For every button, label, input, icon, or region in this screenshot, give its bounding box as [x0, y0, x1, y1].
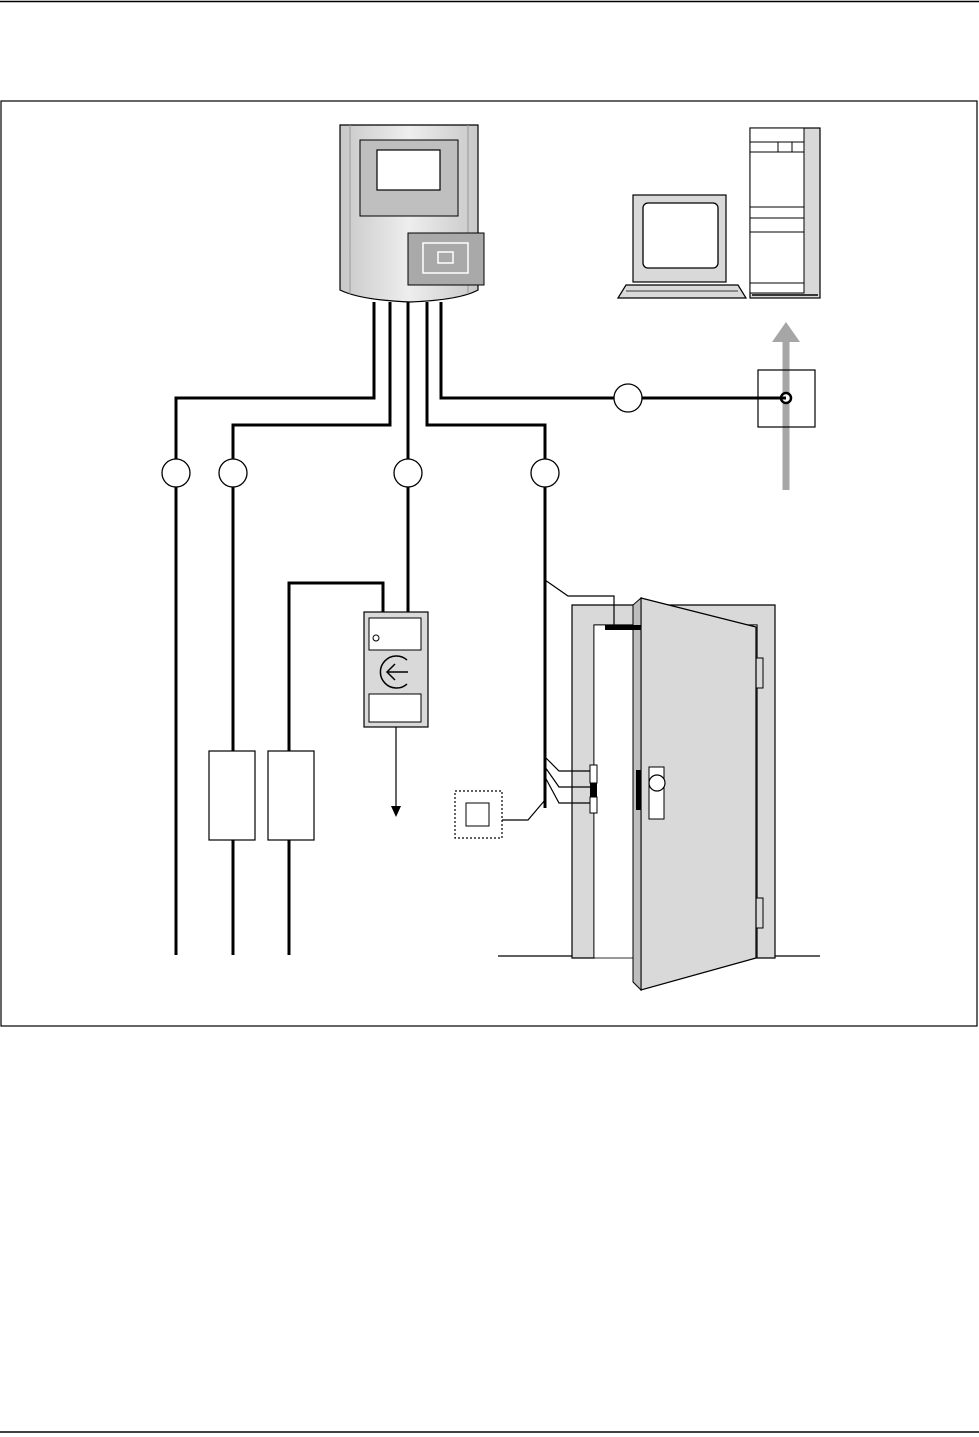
door-icon: [572, 598, 775, 990]
desktop-computer-icon: [618, 195, 746, 298]
marker-circle: [614, 384, 642, 412]
network-arrow: [772, 322, 800, 490]
tower-server-icon: [750, 128, 820, 298]
relay-box-icon: [268, 751, 314, 840]
exit-output-arrowhead: [391, 806, 401, 817]
card-reader-icon: [455, 791, 502, 838]
access-controller-icon: [340, 125, 484, 302]
figure-frame: [1, 101, 977, 1026]
marker-circle: [219, 459, 247, 487]
reader-cable: [502, 800, 545, 820]
relay-box-icon: [209, 751, 255, 840]
marker-circle: [531, 459, 559, 487]
marker-circle: [394, 459, 422, 487]
exit-button-icon: [364, 612, 428, 727]
marker-circle: [162, 459, 190, 487]
